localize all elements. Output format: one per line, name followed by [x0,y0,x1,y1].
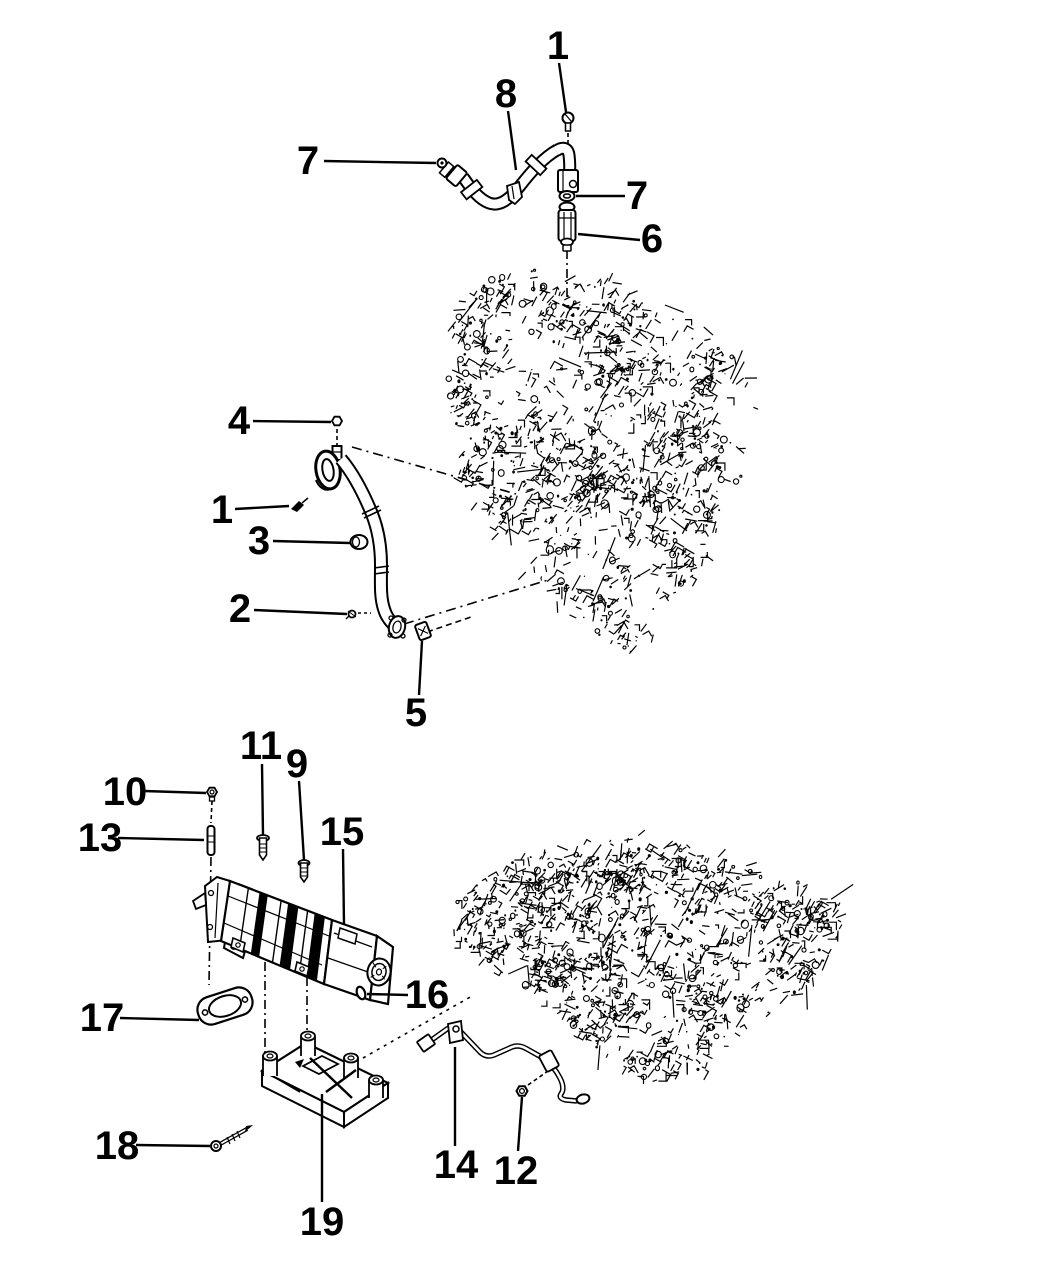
callout-label-13-13: 13 [78,816,123,860]
part-7-oring-right [558,190,576,202]
callout-label-7-3: 7 [626,174,648,218]
callout-label-16-15: 16 [405,973,450,1017]
leader-line-1 [557,62,568,113]
callout-label-14-19: 14 [434,1143,479,1187]
leader-line-8 [506,110,518,171]
leader-line-7 [323,159,437,165]
engine-top-illustration [445,268,759,654]
leader-line-13 [117,836,205,842]
engine-bottom-illustration [453,829,854,1085]
engine-art-strokes [453,829,854,1085]
part-5-clamp [414,620,432,642]
part-1-bolt-top [561,111,575,132]
callout-label-8-1: 8 [495,72,517,116]
part-6-fitting [557,201,577,252]
callout-label-11-10: 11 [240,724,282,768]
leader-line-3 [272,539,351,545]
part-2-bolt [345,609,357,620]
leader-line-6 [577,232,641,242]
part-18-bolt [210,1125,253,1152]
leader-line-11 [260,763,265,836]
leader-line-2 [253,608,348,616]
leader-line-17 [119,1016,200,1022]
callout-label-17-16: 17 [80,996,125,1040]
tube-bracket-tab [506,180,523,206]
part-16-oring [355,985,367,1001]
part-13-stud [206,825,216,856]
callout-label-2-8: 2 [229,587,251,631]
callout-label-18-17: 18 [95,1124,140,1168]
callout-label-9-11: 9 [286,742,308,786]
part-7-oring-left [436,157,448,169]
engine-art-strokes [455,848,830,1080]
leader-line-9 [297,780,306,861]
callout-label-7-2: 7 [297,139,319,183]
leader-line-18 [135,1143,211,1148]
part-17-gasket [196,986,254,1026]
callout-label-12-20: 12 [494,1149,539,1193]
part-11-bolt [256,834,270,862]
callout-label-4-5: 4 [228,399,251,443]
callout-label-10-12: 10 [103,770,148,814]
engine-art-strokes [446,272,759,654]
callout-label-6-4: 6 [641,217,663,261]
leader-line-1 [234,504,290,511]
part-3-water-tube [314,445,407,639]
leader-line-15 [341,848,346,926]
part-4-nut [330,415,344,427]
part-12-nut [515,1085,529,1097]
leader-line-10 [143,789,207,795]
part-19-bracket [259,1030,391,1129]
callout-label-5-9: 5 [405,691,427,735]
callout-label-1-6: 1 [211,488,233,532]
part-10-nut [205,786,219,802]
part-15-egr-cooler [191,875,395,1006]
leader-line-16 [366,992,409,997]
callout-label-1-0: 1 [547,24,569,68]
part-1-screw-mid [291,497,309,512]
callout-label-3-7: 3 [248,519,270,563]
leader-line-12 [516,1096,524,1152]
part-14-tube [416,1019,591,1105]
part-8-heater-tube [438,141,579,211]
leader-line-4 [252,419,332,424]
callout-label-19-18: 19 [300,1200,345,1244]
leader-line-5 [417,640,424,696]
callout-label-15-14: 15 [320,810,365,854]
